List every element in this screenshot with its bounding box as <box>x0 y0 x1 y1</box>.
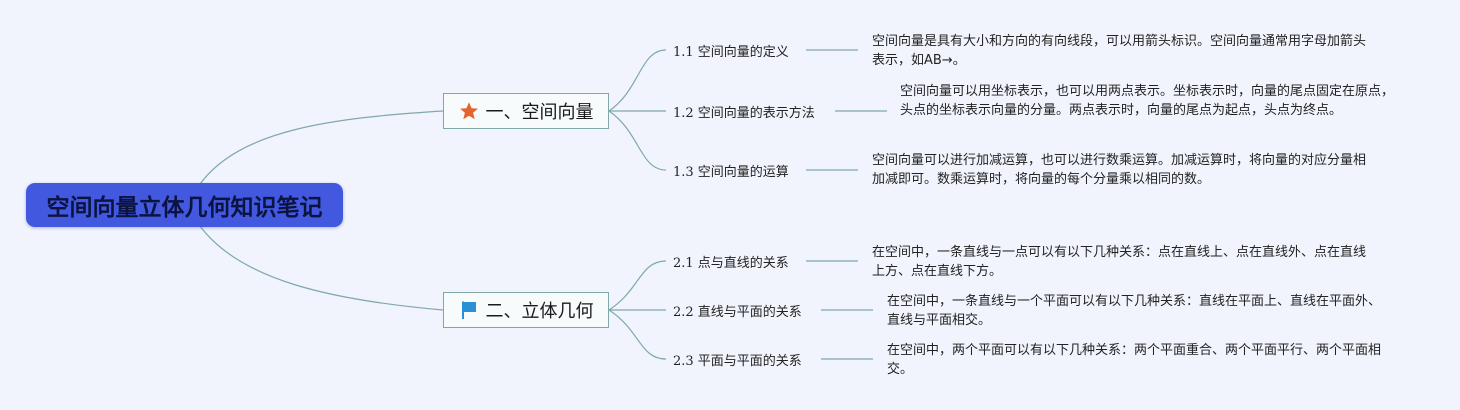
flag-icon <box>461 301 476 319</box>
branch-node-solid-geometry[interactable]: 二、立体几何 <box>443 292 609 328</box>
connector-root-branch-2 <box>199 225 444 311</box>
star-icon <box>459 102 478 120</box>
description-1-3: 空间向量可以进行加减运算，也可以进行数乘运算。加减运算时，将向量的对应分量相加减… <box>872 153 1367 187</box>
branch-node-space-vector[interactable]: 一、空间向量 <box>443 93 609 129</box>
connector-branch-1-sub-3 <box>608 110 667 171</box>
connector-root-branch-1 <box>199 110 444 185</box>
subtopic-2-3[interactable]: 2.3 平面与平面的关系 <box>673 354 802 369</box>
subtopic-1-1[interactable]: 1.1 空间向量的定义 <box>673 45 789 60</box>
root-title: 空间向量立体几何知识笔记 <box>46 195 323 221</box>
connector-branch-1-sub-1 <box>608 49 667 112</box>
connector-branch-2-sub-1 <box>608 260 667 311</box>
subtopic-1-2[interactable]: 1.2 空间向量的表示方法 <box>673 106 815 121</box>
subtopic-2-1[interactable]: 2.1 点与直线的关系 <box>673 256 789 271</box>
subtopic-1-3[interactable]: 1.3 空间向量的运算 <box>673 165 789 180</box>
branch-label: 二、立体几何 <box>485 301 594 322</box>
description-1-2: 空间向量可以用坐标表示，也可以用两点表示。坐标表示时，向量的尾点固定在原点，头点… <box>900 84 1395 118</box>
branch-label: 一、空间向量 <box>485 102 594 123</box>
subtopic-2-2[interactable]: 2.2 直线与平面的关系 <box>673 305 802 320</box>
root-node[interactable]: 空间向量立体几何知识笔记 <box>26 183 343 227</box>
description-2-3: 在空间中，两个平面可以有以下几种关系：两个平面重合、两个平面平行、两个平面相交。 <box>887 343 1382 377</box>
description-2-2: 在空间中，一条直线与一个平面可以有以下几种关系：直线在平面上、直线在平面外、直线… <box>887 294 1382 328</box>
description-2-1: 在空间中，一条直线与一点可以有以下几种关系：点在直线上、点在直线外、点在直线上方… <box>872 245 1367 279</box>
connector-branch-2-sub-3 <box>608 309 667 360</box>
description-1-1: 空间向量是具有大小和方向的有向线段，可以用箭头标识。空间向量通常用字母加箭头表示… <box>872 34 1367 68</box>
